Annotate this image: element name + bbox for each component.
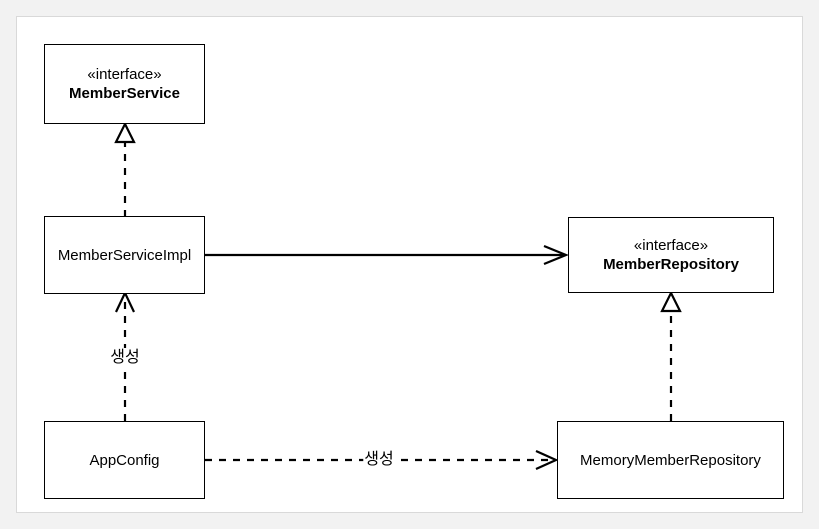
memory-member-repository-node[interactable]: MemoryMemberRepository	[557, 421, 784, 499]
member-service-impl-node[interactable]: MemberServiceImpl	[44, 216, 205, 294]
member-repository-stereotype: «interface»	[633, 237, 709, 254]
app-config-node[interactable]: AppConfig	[44, 421, 205, 499]
edge-impl-to-service	[114, 121, 136, 217]
memory-member-repository-name: MemoryMemberRepository	[580, 451, 761, 469]
edge-label-create-impl: 생성	[109, 348, 141, 368]
member-repository-node[interactable]: «interface» MemberRepository	[568, 217, 774, 293]
edge-impl-to-repository	[205, 244, 569, 266]
realization-arrowhead-icon	[660, 290, 682, 313]
realization-arrowhead-icon	[114, 121, 136, 144]
member-service-name: MemberService	[69, 85, 180, 102]
member-service-node[interactable]: «interface» MemberService	[44, 44, 205, 124]
open-arrowhead-icon	[543, 244, 569, 266]
app-config-name: AppConfig	[89, 451, 160, 469]
open-arrowhead-icon	[535, 449, 559, 471]
diagram-canvas: «interface» MemberService MemberServiceI…	[16, 16, 803, 513]
edge-memory-to-repository	[660, 290, 682, 421]
member-service-stereotype: «interface»	[87, 66, 162, 83]
member-service-impl-name: MemberServiceImpl	[57, 246, 192, 264]
edge-label-create-memory: 생성	[363, 450, 395, 470]
member-repository-name: MemberRepository	[603, 256, 739, 273]
